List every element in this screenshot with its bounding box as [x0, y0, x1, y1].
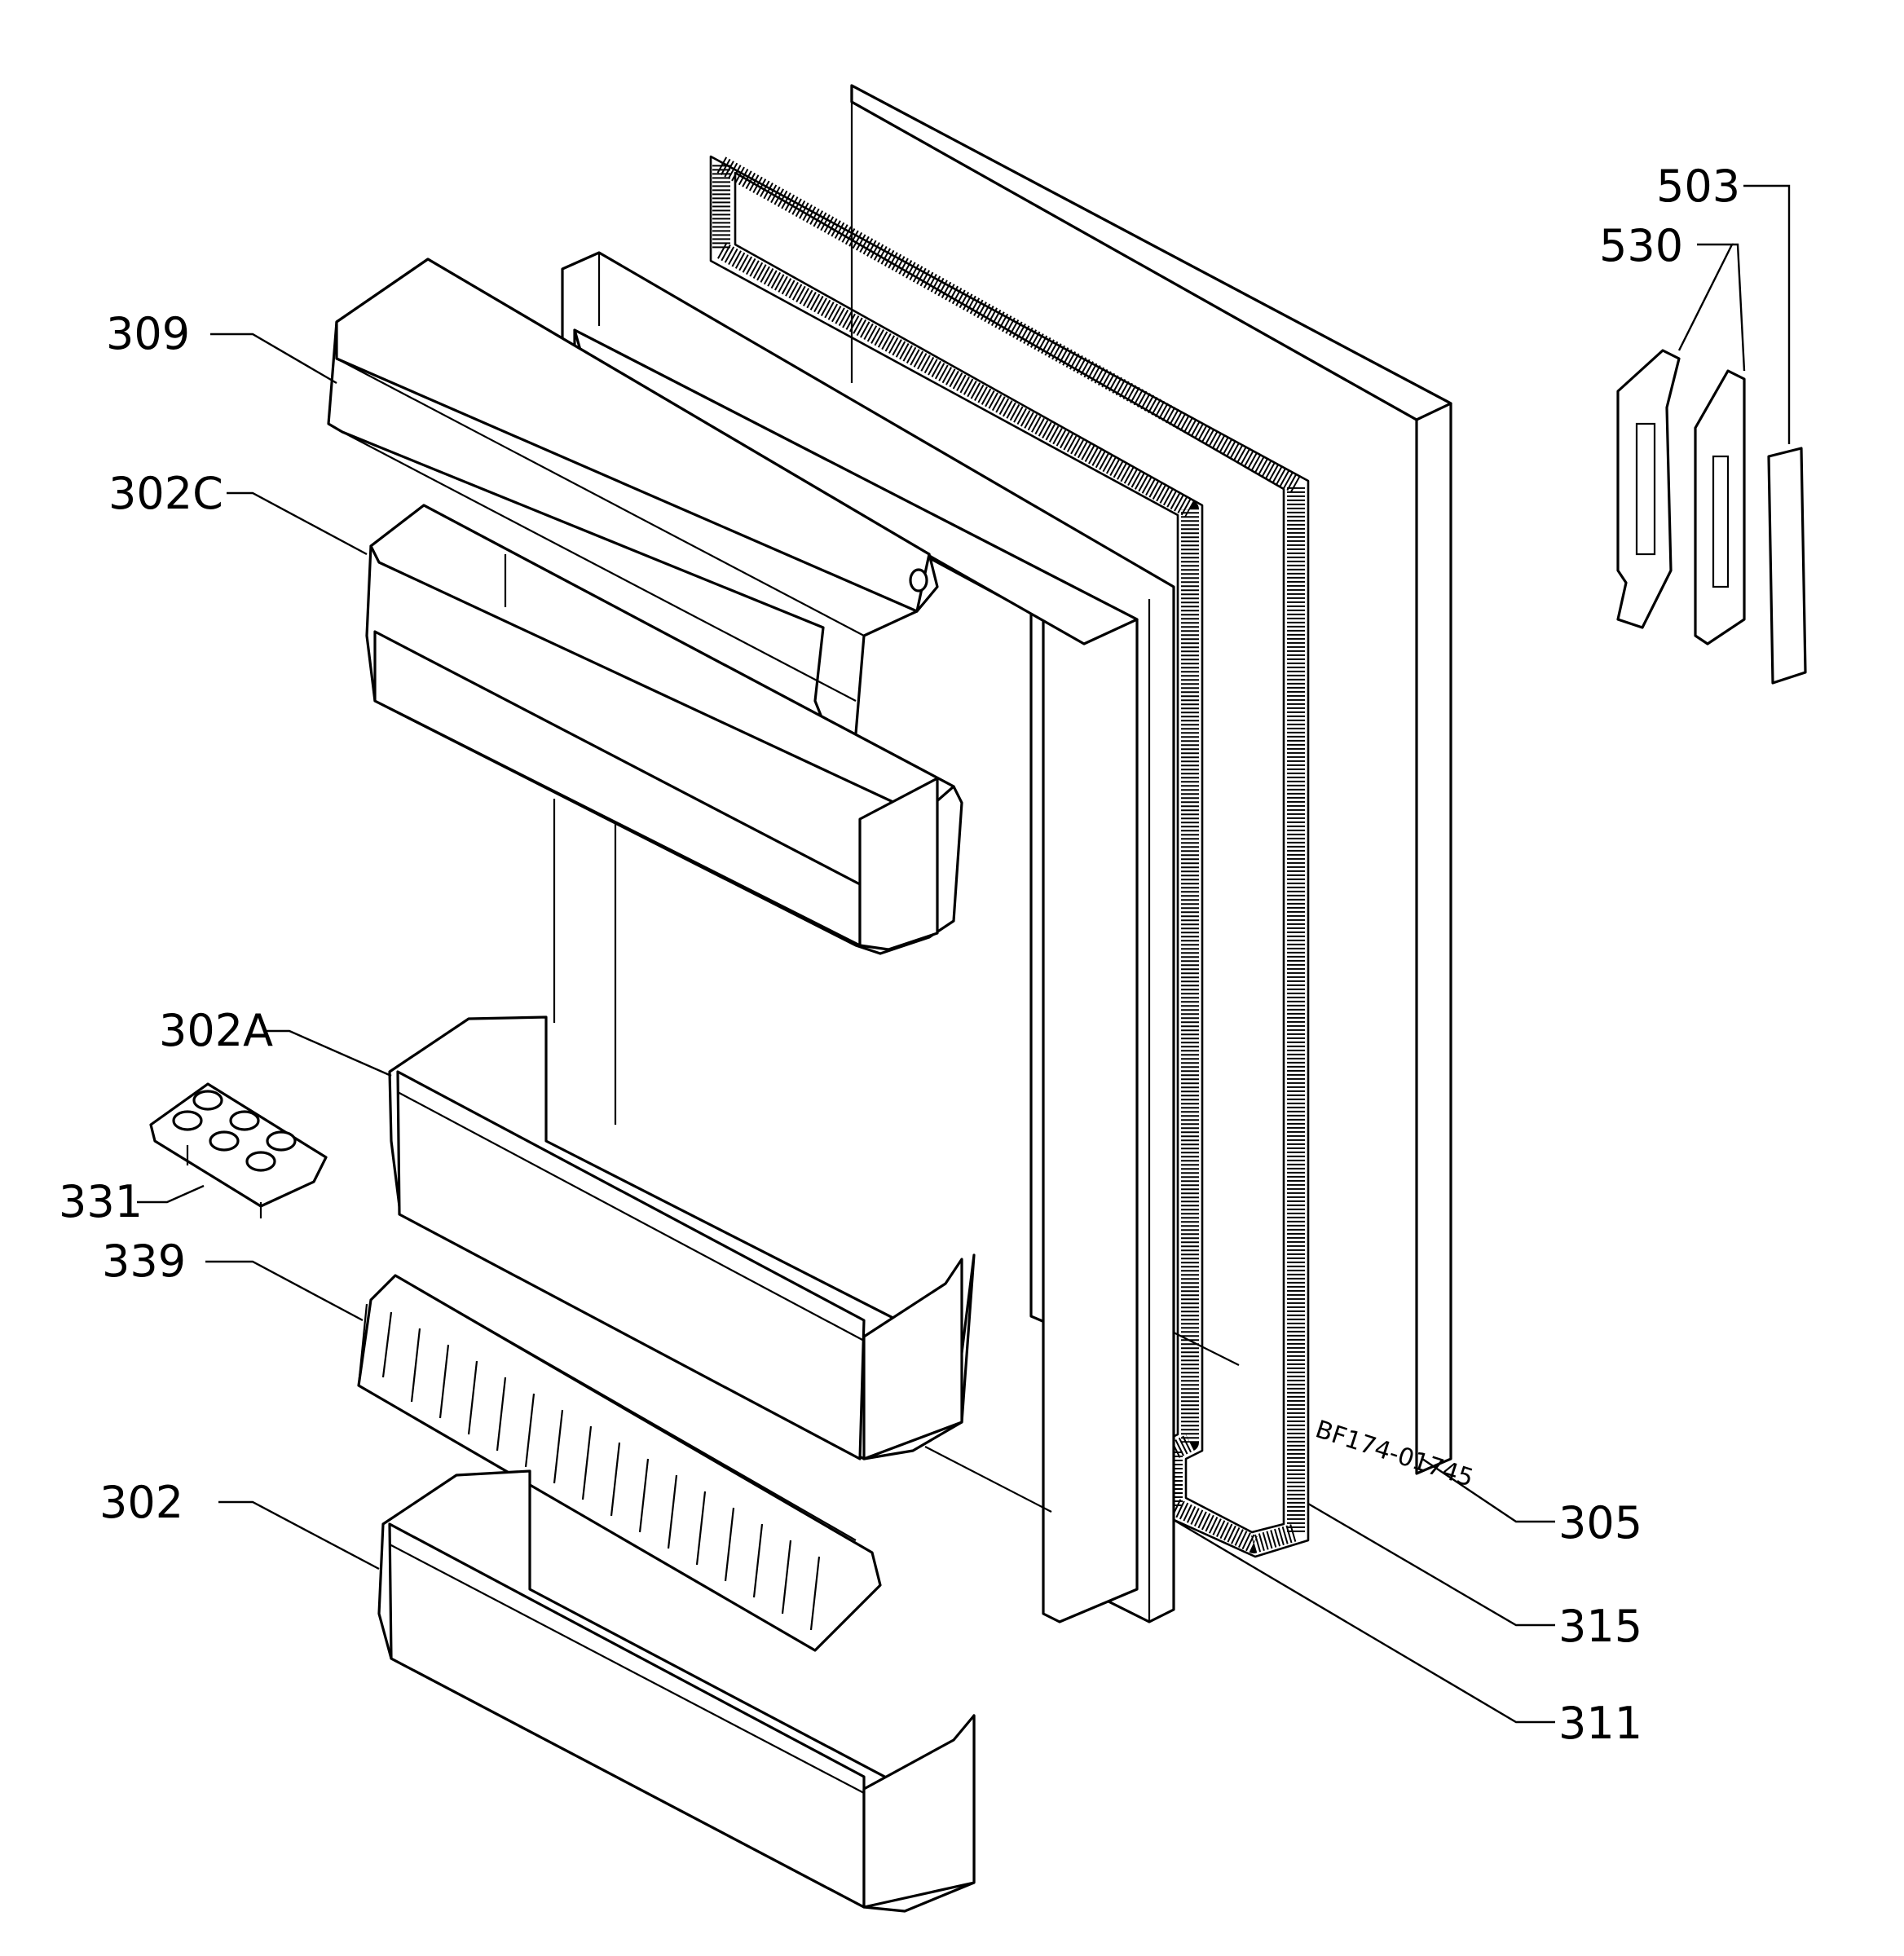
- label-311: 311: [1558, 1698, 1642, 1749]
- dairy-flap-309: [327, 258, 939, 743]
- label-309: 309: [106, 308, 190, 359]
- bottle-rack-339: [357, 1274, 882, 1652]
- label-530: 530: [1599, 220, 1683, 271]
- door-shelf-302C: [365, 504, 963, 955]
- label-302C: 302C: [108, 468, 223, 519]
- trim-strip-503: [1767, 447, 1807, 685]
- label-305: 305: [1558, 1497, 1642, 1548]
- label-339: 339: [102, 1236, 186, 1287]
- leader-lines: [137, 184, 1791, 1724]
- label-503: 503: [1656, 161, 1740, 212]
- hinge-bracket-530: [1616, 349, 1746, 645]
- label-331: 331: [59, 1176, 143, 1227]
- egg-tray-331: [149, 1082, 328, 1218]
- bottle-shelf-302: [377, 1469, 976, 1913]
- label-302: 302: [99, 1477, 183, 1528]
- door-shelf-302A: [388, 1015, 976, 1460]
- label-302A: 302A: [159, 1005, 273, 1056]
- label-315: 315: [1558, 1601, 1642, 1652]
- door-outer-panel-305: [850, 84, 1452, 1475]
